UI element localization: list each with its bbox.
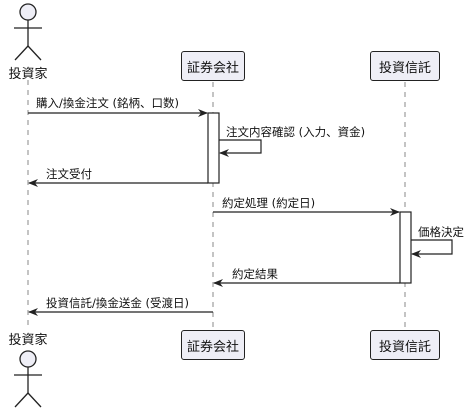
actor-figure-bottom xyxy=(14,350,42,408)
activation-broker xyxy=(207,112,220,184)
message-label-m4: 約定処理 (約定日) xyxy=(222,196,316,210)
participant-investor-bottom: 投資家 xyxy=(8,333,48,348)
arrow-m5 xyxy=(411,239,453,258)
participant-investor-top: 投資家 xyxy=(8,67,48,82)
participant-broker-top: 証券会社 xyxy=(181,51,245,81)
actor-figure-top xyxy=(14,3,42,61)
arrow-m2 xyxy=(219,139,262,157)
activation-trust xyxy=(399,211,412,284)
message-label-m3: 注文受付 xyxy=(46,167,92,181)
participant-trust-bottom: 投資信託 xyxy=(370,330,440,360)
message-label-m7: 投資信託/換金送金 (受渡日) xyxy=(46,296,190,310)
message-label-m6: 約定結果 xyxy=(232,267,278,281)
participant-broker-bottom: 証券会社 xyxy=(181,330,245,360)
message-label-m2: 注文内容確認 (入力、資金) xyxy=(226,125,366,139)
message-label-m5: 価格決定 xyxy=(418,225,464,239)
message-label-m1: 購入/換金注文 (銘柄、口数) xyxy=(36,96,180,110)
participant-trust-top: 投資信託 xyxy=(370,51,440,81)
